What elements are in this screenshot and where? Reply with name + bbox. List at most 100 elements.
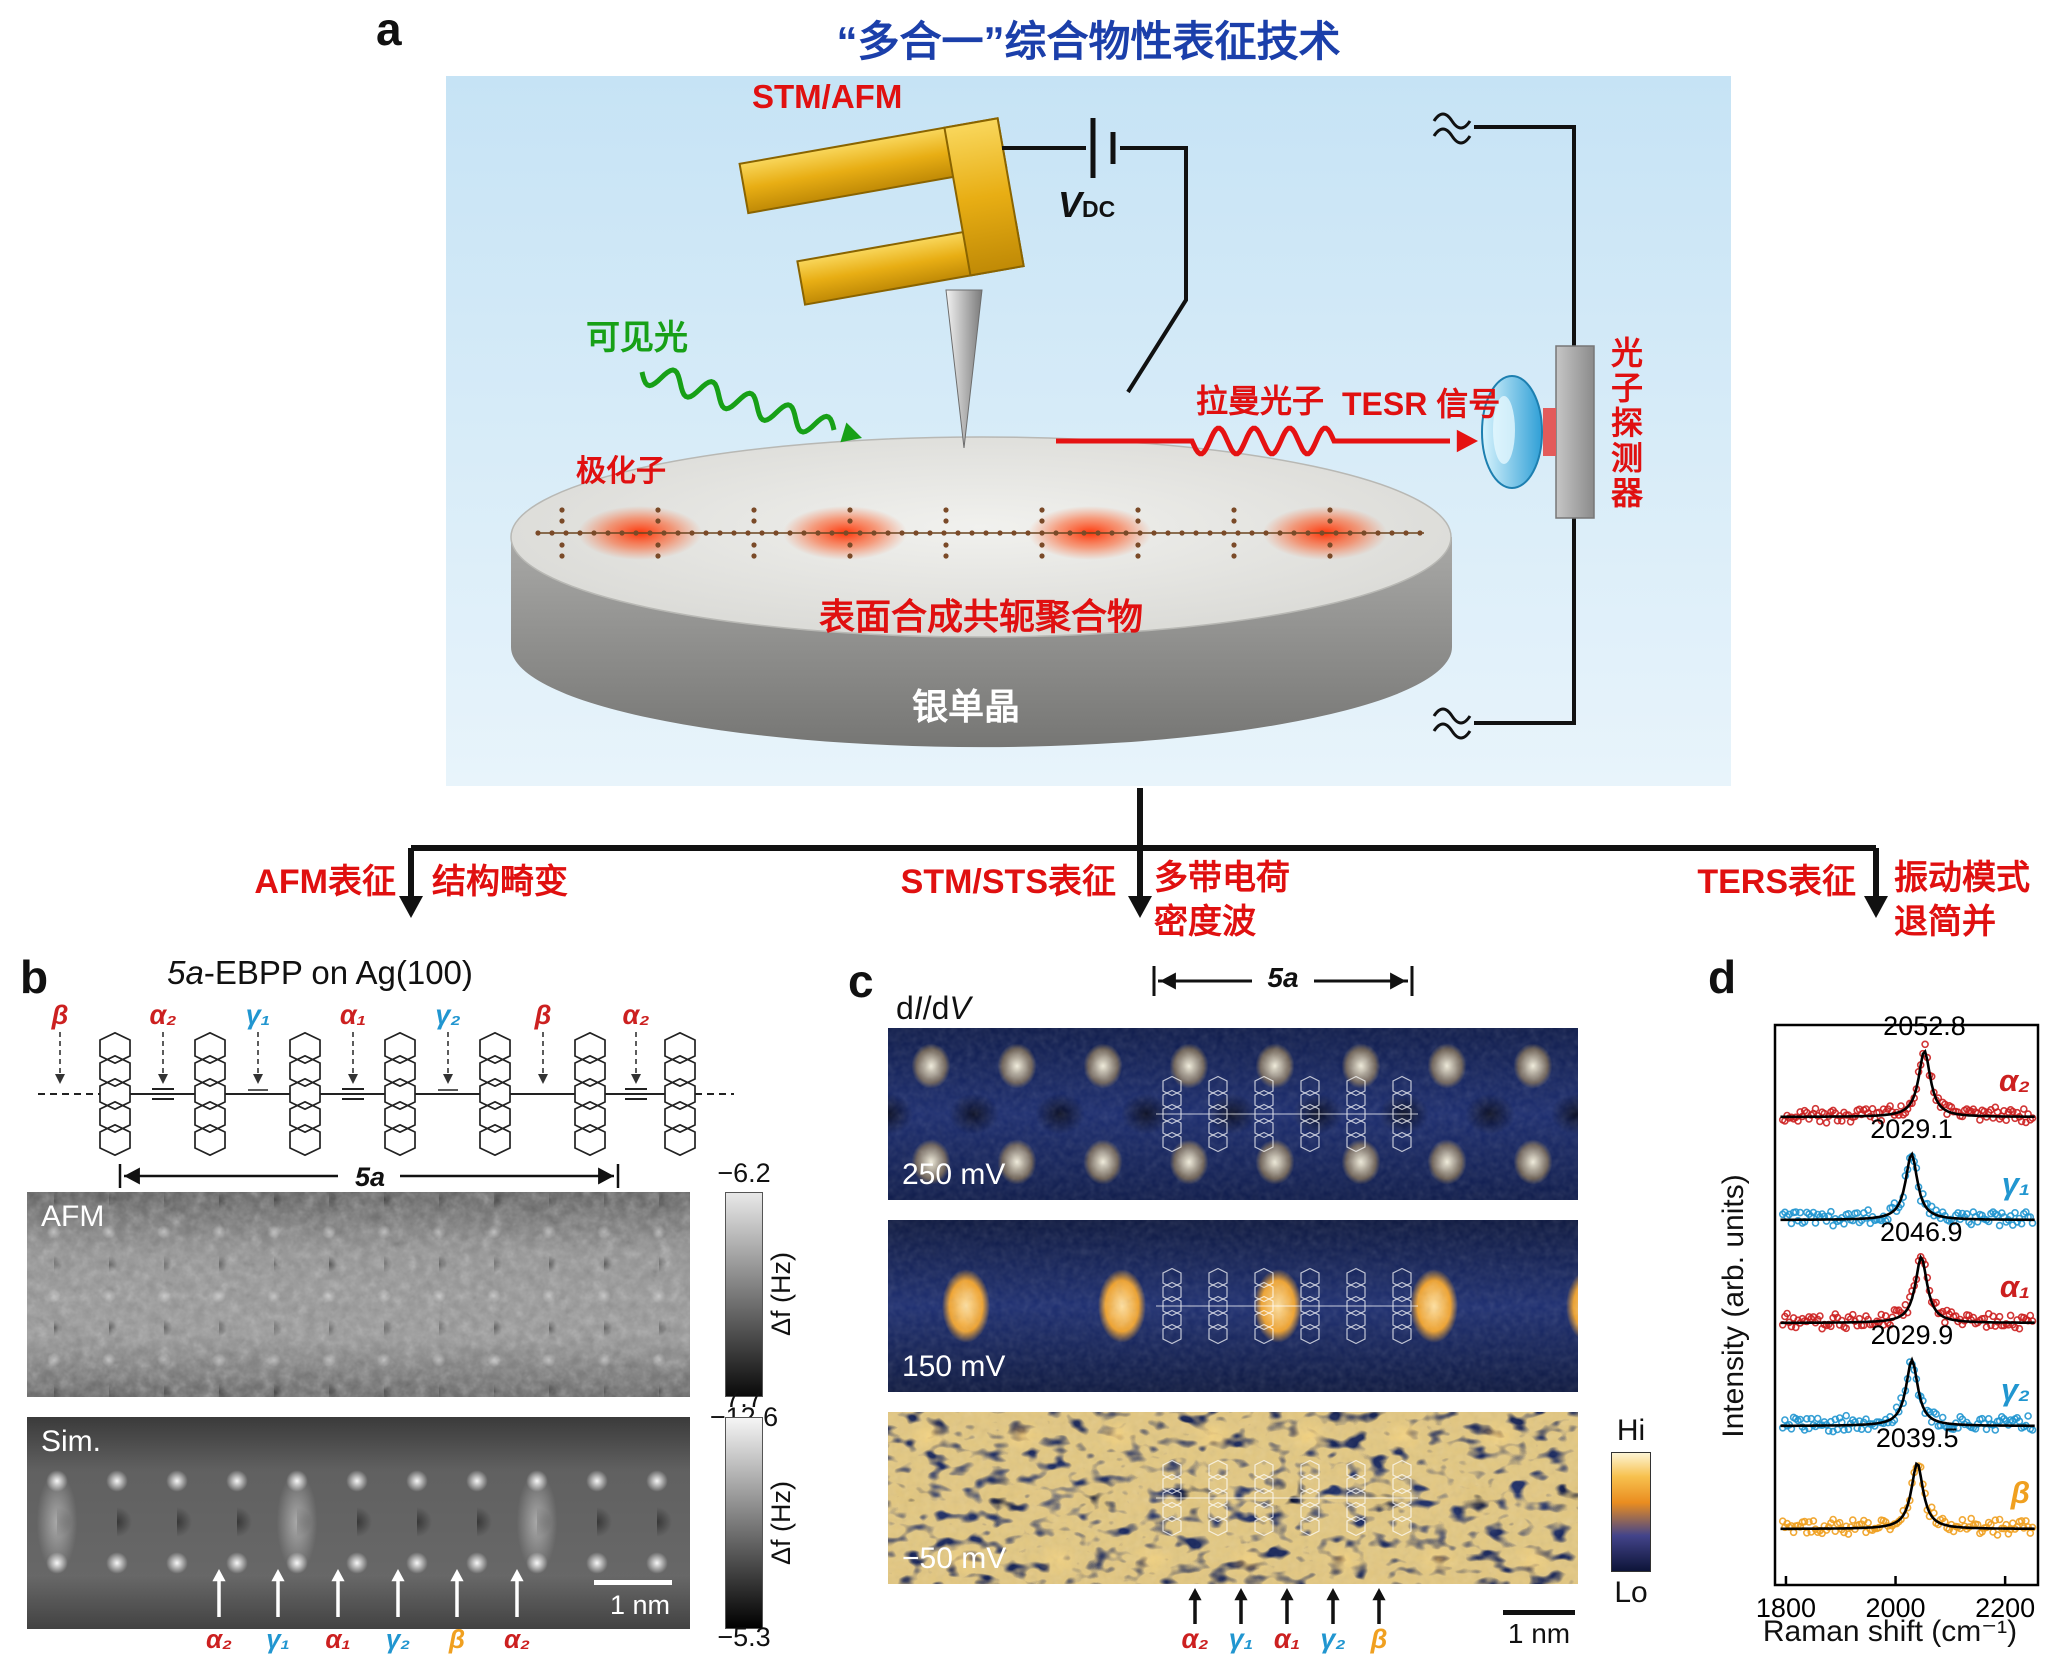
data-point bbox=[1787, 1219, 1796, 1228]
circle-shape bbox=[549, 530, 555, 536]
data-point bbox=[1805, 1518, 1813, 1526]
circle-shape bbox=[1347, 530, 1353, 536]
circle-shape bbox=[1249, 530, 1255, 536]
leader-arrowhead bbox=[443, 1074, 453, 1084]
peak-value-label: 2029.1 bbox=[1870, 1114, 1953, 1144]
benzene-ring bbox=[1208, 1309, 1228, 1331]
data-point bbox=[1927, 1202, 1936, 1211]
sim-image-label: Sim. bbox=[41, 1425, 101, 1458]
circle-shape bbox=[943, 553, 949, 559]
circle-shape bbox=[857, 530, 863, 536]
benzene-ring bbox=[1162, 1281, 1182, 1303]
data-point bbox=[1840, 1219, 1848, 1228]
mode-label: γ₁ bbox=[2002, 1166, 2030, 1201]
benzene-ring bbox=[1346, 1075, 1366, 1097]
benzene-ring bbox=[1208, 1459, 1228, 1481]
tesr-signal-label: TESR 信号 bbox=[1342, 386, 1501, 422]
circle-shape bbox=[1235, 530, 1241, 536]
sim-arrowhead bbox=[450, 1569, 464, 1582]
path-shape bbox=[1056, 425, 1450, 457]
spectrum-α₂: 2052.8α₂ bbox=[1778, 1011, 2037, 1127]
data-point bbox=[1803, 1414, 1811, 1423]
didv-label: dI/dV bbox=[896, 990, 971, 1027]
benzene-ring bbox=[289, 1054, 321, 1088]
didv-d2: /d bbox=[922, 990, 950, 1026]
data-point bbox=[1822, 1119, 1831, 1127]
benzene-ring bbox=[1254, 1459, 1274, 1481]
benzene-ring bbox=[1346, 1501, 1366, 1523]
data-point bbox=[1967, 1220, 1976, 1229]
benzene-ring bbox=[1392, 1309, 1412, 1331]
benzene-ring bbox=[1208, 1103, 1228, 1125]
benzene-ring bbox=[1254, 1281, 1274, 1303]
benzene-ring bbox=[1162, 1487, 1182, 1509]
molecule-overlay bbox=[1156, 1459, 1418, 1537]
bias-label: −50 mV bbox=[902, 1542, 1007, 1575]
benzene-ring bbox=[1162, 1131, 1182, 1153]
bond-label: α₂ bbox=[149, 1000, 176, 1030]
circle-shape bbox=[1361, 530, 1367, 536]
title-italic: 5a bbox=[167, 954, 204, 991]
circle-shape bbox=[1403, 530, 1409, 536]
benzene-ring bbox=[664, 1100, 696, 1134]
ters-branch-result-2: 退简并 bbox=[1894, 903, 1996, 941]
circle-shape bbox=[759, 530, 765, 536]
benzene-ring bbox=[1300, 1075, 1320, 1097]
benzene-ring bbox=[1300, 1281, 1320, 1303]
benzene-ring bbox=[99, 1054, 131, 1088]
plot-frame bbox=[1773, 1023, 2040, 1587]
circle-shape bbox=[655, 542, 661, 548]
span-label-c: 5a bbox=[1267, 962, 1299, 993]
data-point bbox=[1868, 1105, 1877, 1113]
bias-circuit bbox=[1002, 118, 1188, 394]
benzene-ring bbox=[479, 1031, 511, 1065]
panel-b-title: 5a-EBPP on Ag(100) bbox=[100, 954, 540, 992]
data-point bbox=[1995, 1312, 2004, 1321]
data-point bbox=[2028, 1317, 2037, 1325]
benzene-ring bbox=[1254, 1267, 1274, 1289]
raman-arrowhead bbox=[1456, 429, 1478, 453]
benzene-ring bbox=[1300, 1089, 1320, 1111]
benzene-ring bbox=[1254, 1075, 1274, 1097]
benzene-ring bbox=[1208, 1131, 1228, 1153]
benzene-ring bbox=[479, 1054, 511, 1088]
sim-colorbar-unit: Δf (Hz) bbox=[766, 1480, 796, 1566]
stm-afm-sensor bbox=[738, 117, 1025, 306]
benzene-ring bbox=[1254, 1117, 1274, 1139]
peak-value-label: 2029.9 bbox=[1871, 1320, 1954, 1350]
benzene-ring bbox=[1208, 1281, 1228, 1303]
circle-shape bbox=[801, 530, 807, 536]
light-arrows bbox=[639, 367, 1478, 457]
data-point bbox=[1864, 1206, 1872, 1214]
benzene-ring bbox=[1392, 1295, 1412, 1317]
benzene-ring bbox=[664, 1123, 696, 1157]
data-point bbox=[2028, 1114, 2037, 1122]
circle-shape bbox=[847, 553, 853, 559]
benzene-ring bbox=[1254, 1103, 1274, 1125]
bond-label: β bbox=[51, 1000, 69, 1030]
circle-shape bbox=[559, 542, 565, 548]
visible-light-arrow bbox=[639, 367, 862, 443]
afm-colorbar-max: −6.2 bbox=[717, 1158, 771, 1188]
circle-shape bbox=[751, 542, 757, 548]
circle-shape bbox=[1327, 507, 1333, 513]
bond-label: α₁ bbox=[340, 1000, 366, 1030]
benzene-ring bbox=[1392, 1487, 1412, 1509]
circle-shape bbox=[1417, 530, 1423, 536]
data-point bbox=[1809, 1208, 1818, 1217]
data-point bbox=[1921, 1040, 1929, 1049]
bias-v: V bbox=[1058, 184, 1083, 225]
data-point bbox=[1838, 1117, 1846, 1125]
afm-image: AFM bbox=[27, 1192, 690, 1397]
benzene-ring bbox=[1208, 1295, 1228, 1317]
data-point bbox=[2011, 1323, 2019, 1332]
benzene-ring bbox=[1162, 1501, 1182, 1523]
sim-colorbar bbox=[725, 1417, 763, 1629]
sim-colorbar-max: 7.7 bbox=[725, 1383, 763, 1413]
visible-light-arrowhead bbox=[840, 422, 862, 443]
circle-shape bbox=[655, 518, 661, 524]
circle-shape bbox=[1327, 518, 1333, 524]
benzene-ring bbox=[1254, 1089, 1274, 1111]
visible-light-label: 可见光 bbox=[586, 319, 688, 357]
